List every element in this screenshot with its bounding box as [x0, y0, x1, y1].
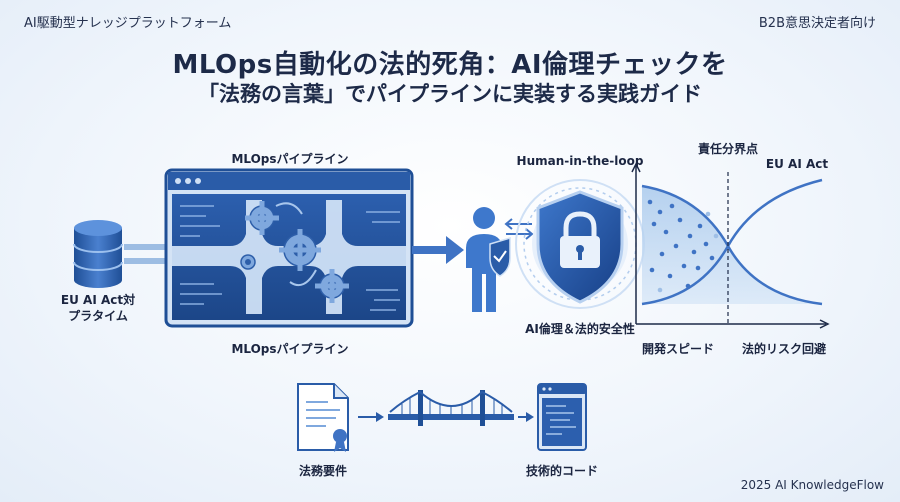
bridge-icon	[388, 390, 514, 426]
document-icon	[297, 383, 349, 452]
shield-lock-icon	[515, 179, 645, 309]
tradeoff-chart	[631, 162, 830, 329]
legal-risk-avoidance-label: 法的リスク回避	[741, 342, 826, 356]
audience-label: B2B意思決定者向け	[758, 16, 876, 31]
arrow-to-code	[518, 412, 534, 422]
database-label: EU AI Act対 プラタイム	[50, 292, 146, 324]
person-icon	[466, 207, 511, 312]
page-subtitle: 「法務の言葉」でパイプラインに実装する実践ガイド	[198, 82, 702, 106]
pipeline-bottom-label: MLOpsパイプライン	[231, 342, 349, 356]
input-flow-arrows	[124, 244, 168, 264]
pipeline-top-label: MLOpsパイプライン	[231, 152, 349, 166]
footer-credit: 2025 AI KnowledgeFlow	[740, 478, 884, 492]
scatter-dots	[647, 199, 715, 289]
eu-ai-act-label: EU AI Act	[765, 157, 829, 171]
technical-code-label: 技術的コード	[525, 464, 598, 478]
pipeline-window	[164, 168, 414, 328]
arrow-to-bridge	[358, 412, 384, 422]
shield-label: AI倫理＆法的安全性	[525, 322, 635, 336]
legal-requirements-label: 法務要件	[298, 464, 347, 478]
hitl-label: Human-in-the-loop	[516, 154, 644, 168]
page-title: MLOps自動化の法的死角：AI倫理チェックを	[172, 50, 728, 80]
development-speed-label: 開発スピード	[641, 342, 714, 356]
database-icon	[73, 220, 123, 288]
database-label-line2: プラタイム	[68, 309, 128, 323]
responsibility-label: 責任分界点	[697, 142, 758, 156]
platform-label: AI駆動型ナレッジプラットフォーム	[24, 16, 232, 31]
speed-area	[642, 186, 822, 304]
code-window-icon	[537, 383, 587, 451]
output-arrow	[412, 236, 464, 264]
database-label-line1: EU AI Act対	[60, 293, 136, 307]
